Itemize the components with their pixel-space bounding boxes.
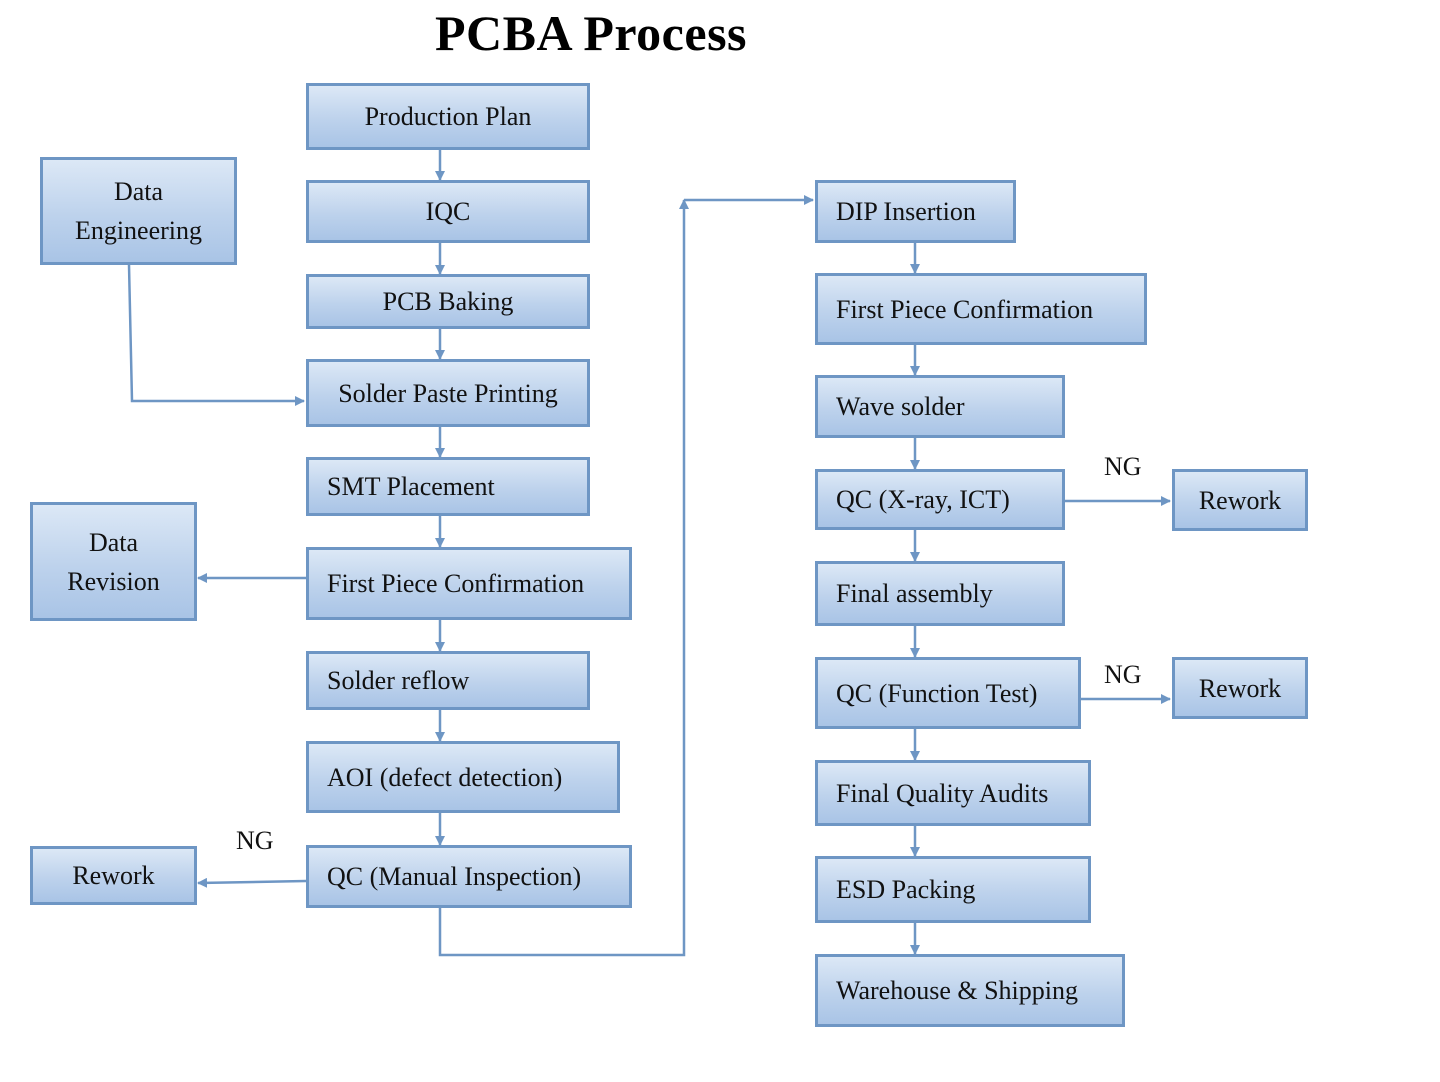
- step-dip-insertion: DIP Insertion: [815, 180, 1016, 243]
- step-final-quality-audits: Final Quality Audits: [815, 760, 1091, 826]
- step-warehouse-shipping: Warehouse & Shipping: [815, 954, 1125, 1027]
- step-first-piece-confirmation-2: First Piece Confirmation: [815, 273, 1147, 345]
- step-first-piece-confirmation: First Piece Confirmation: [306, 547, 632, 620]
- step-qc-function-test: QC (Function Test): [815, 657, 1081, 729]
- step-wave-solder: Wave solder: [815, 375, 1065, 438]
- step-pcb-baking: PCB Baking: [306, 274, 590, 329]
- step-smt-placement: SMT Placement: [306, 457, 590, 516]
- step-solder-paste-printing: Solder Paste Printing: [306, 359, 590, 427]
- rework-box-xray: Rework: [1172, 469, 1308, 531]
- step-esd-packing: ESD Packing: [815, 856, 1091, 923]
- step-qc-manual-inspection: QC (Manual Inspection): [306, 845, 632, 908]
- page-title: PCBA Process: [435, 5, 747, 61]
- rework-box-left: Rework: [30, 846, 197, 905]
- step-aoi: AOI (defect detection): [306, 741, 620, 813]
- step-production-plan: Production Plan: [306, 83, 590, 150]
- rework-box-function: Rework: [1172, 657, 1308, 719]
- ng-label-left: NG: [236, 826, 274, 855]
- ng-label-xray: NG: [1104, 452, 1142, 481]
- step-iqc: IQC: [306, 180, 590, 243]
- step-solder-reflow: Solder reflow: [306, 651, 590, 710]
- step-qc-xray-ict: QC (X-ray, ICT): [815, 469, 1065, 530]
- arrow-engineering-to-printing: [127, 264, 305, 406]
- arrow-qc-to-rework: [197, 877, 307, 888]
- step-final-assembly: Final assembly: [815, 561, 1065, 626]
- ng-label-function: NG: [1104, 660, 1142, 689]
- arrow-qc-to-dip-loop: [438, 199, 689, 957]
